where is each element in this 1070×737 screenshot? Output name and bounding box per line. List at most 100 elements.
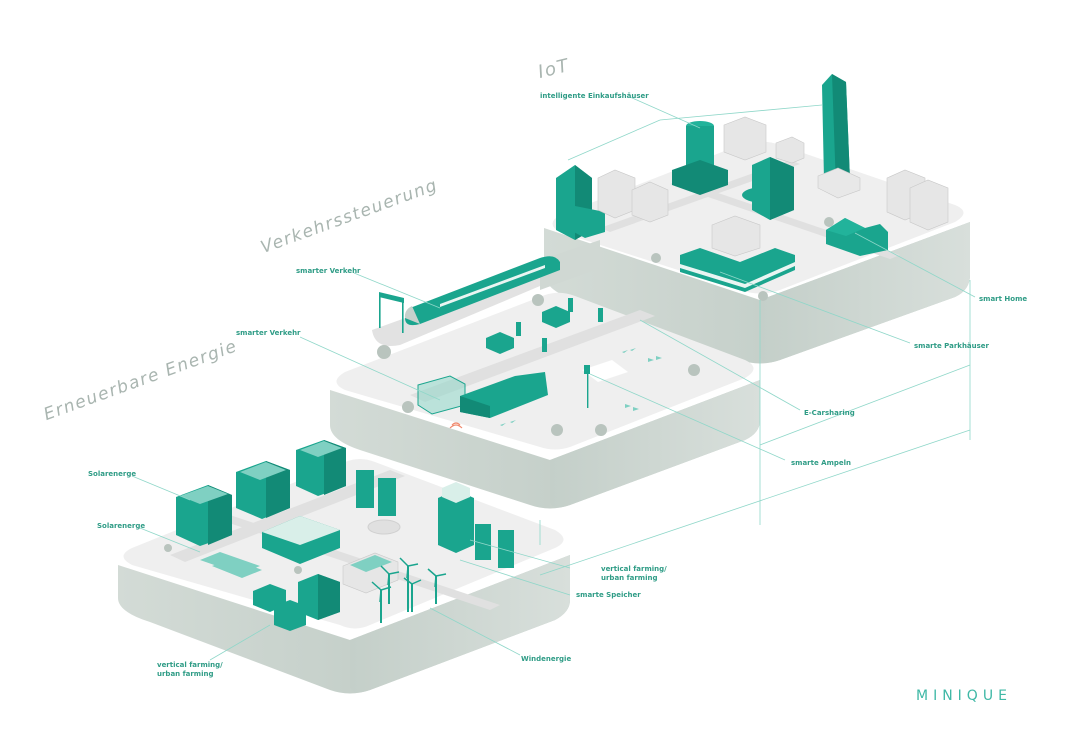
tree	[688, 364, 700, 376]
station-sign-post	[379, 293, 381, 328]
label-vertical-farming-left: vertical farming/ urban farming	[157, 661, 223, 679]
label-smart-home: smart Home	[979, 295, 1028, 303]
label-smart-storage: smarte Speicher	[576, 591, 641, 599]
label-vertical-farming-right: vertical farming/ urban farming	[601, 565, 667, 583]
solar-building-shade	[208, 485, 232, 545]
leader-line	[629, 96, 701, 129]
tree	[551, 424, 563, 436]
leader-line	[854, 232, 976, 298]
office-building-roof	[262, 516, 340, 545]
residential-building	[909, 179, 949, 231]
wind-turbine	[399, 557, 419, 612]
traffic-light-pole	[587, 368, 589, 408]
platform-iot-side-right	[760, 222, 970, 363]
label-solar-1: Solarenerge	[88, 470, 137, 478]
leader-line	[459, 559, 571, 596]
label-ecarsharing: E-Carsharing	[804, 409, 855, 417]
tower-building	[498, 530, 514, 568]
leader-line	[589, 373, 786, 461]
traffic-light	[584, 365, 590, 374]
wind-turbine	[380, 565, 400, 604]
leader-line	[539, 429, 971, 576]
car	[542, 306, 570, 328]
leader-line	[469, 539, 571, 569]
leader-lines	[131, 96, 976, 661]
leader-line	[353, 272, 441, 309]
tree	[651, 253, 661, 263]
label-smart-parking: smarte Parkhäuser	[914, 342, 989, 350]
solar-panels	[180, 486, 228, 504]
road	[410, 310, 655, 402]
leader-line	[209, 624, 271, 661]
car	[486, 332, 514, 354]
wind-turbine	[403, 577, 422, 612]
leader-line	[659, 104, 823, 121]
charging-station	[542, 338, 547, 352]
solar-panels	[300, 441, 342, 457]
leader-line	[429, 607, 521, 656]
solar-panels	[240, 462, 286, 480]
farm-building-shade	[318, 574, 340, 620]
label-smart-lights: smarte Ampeln	[791, 459, 852, 467]
crosswalk	[582, 360, 628, 382]
wind-turbine	[371, 581, 392, 623]
platform-traffic-side-right	[550, 380, 760, 508]
leader-line	[567, 119, 661, 161]
residential-building	[631, 181, 669, 223]
solar-building-shade	[324, 440, 346, 495]
tower-building	[356, 470, 374, 508]
sensor-signal	[449, 422, 463, 429]
label-vertical-farming-left-line2: urban farming	[157, 670, 214, 678]
tree	[402, 401, 414, 413]
charging-station	[598, 308, 603, 322]
bus-shade	[460, 396, 490, 418]
iot-buildings	[556, 74, 949, 292]
office-building	[711, 215, 761, 257]
tree	[595, 424, 607, 436]
smart-home-roof	[826, 218, 865, 236]
label-shopping: intelligente Einkaufshäuser	[540, 92, 649, 100]
residential-building	[597, 169, 636, 219]
tree	[758, 291, 768, 301]
tree	[294, 566, 302, 574]
skyscraper-base	[570, 205, 605, 238]
tree	[377, 345, 391, 359]
leader-line	[299, 336, 441, 401]
wind-turbine	[427, 568, 447, 604]
label-wind: Windenergie	[521, 655, 572, 663]
residential-building	[723, 116, 767, 161]
roundabout	[367, 519, 401, 535]
tree	[532, 294, 544, 306]
residential-building	[775, 136, 805, 164]
label-solar-2: Solarenerge	[97, 522, 146, 530]
leader-line	[719, 271, 911, 344]
rail-platform	[372, 262, 578, 346]
leader-line	[639, 319, 801, 411]
tall-tower-shade	[832, 74, 850, 188]
tower-building	[475, 524, 491, 560]
solar-field	[212, 558, 262, 578]
vertical-farm	[438, 490, 474, 553]
storage-solar	[350, 555, 392, 572]
leader-line	[131, 475, 191, 501]
charging-station	[516, 322, 521, 336]
wind-turbines	[371, 557, 447, 623]
tower-building	[378, 478, 396, 516]
train-windows	[440, 265, 545, 307]
charging-station	[568, 298, 573, 312]
label-vertical-farming-left-line1: vertical farming/	[157, 661, 223, 669]
station-sign	[379, 292, 404, 303]
brand-logo: MINIQUE	[916, 688, 1012, 704]
energy-buildings	[176, 440, 514, 631]
round-building-shade	[770, 157, 794, 220]
label-vertical-farming-right-line2: urban farming	[601, 574, 658, 582]
parking-house-stripe	[680, 262, 795, 288]
train-nose	[404, 306, 420, 324]
leader-line	[139, 527, 201, 553]
leader-line	[759, 364, 971, 446]
label-smart-traffic-train: smarter Verkehr	[296, 267, 361, 275]
bridge-arches	[540, 240, 600, 290]
vertical-farm-greenhouse	[442, 482, 470, 503]
label-smart-traffic-bus: smarter Verkehr	[236, 329, 301, 337]
